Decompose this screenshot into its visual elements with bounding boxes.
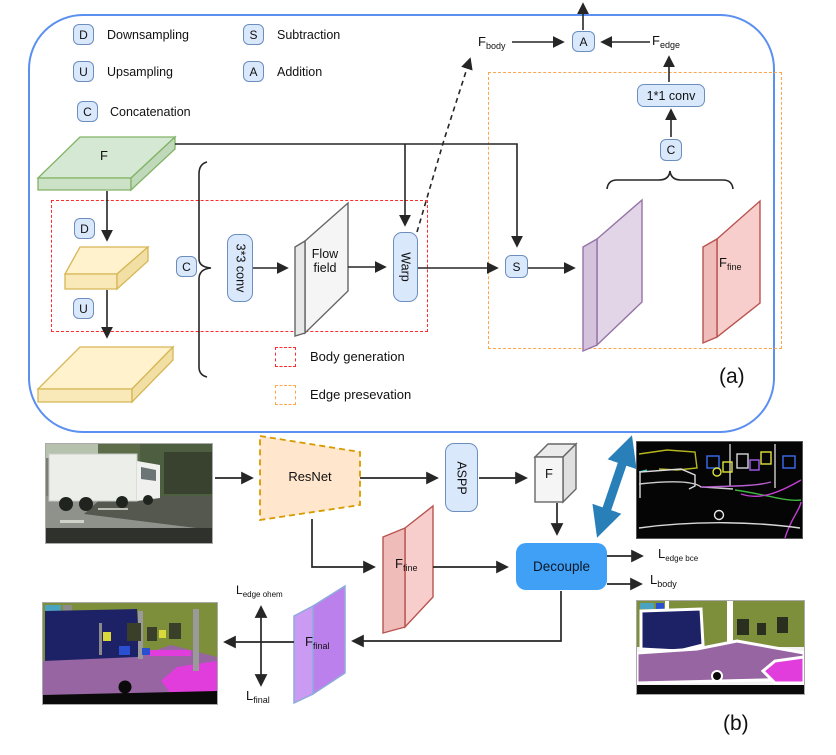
legend-label-upsampling: Upsampling [107,65,174,79]
f-cube-label: F [545,466,553,481]
flow-field-label: Flow field [311,247,339,275]
edge-preservation-key-label: Edge presevation [310,387,412,402]
loss-edge-bce-label: Ledge bce [658,546,699,563]
flow-field-slab [294,201,349,337]
body-generation-key-label: Body generation [310,349,405,364]
panel-b-arrows [215,471,644,687]
op-add: A [572,31,595,52]
op-downsample: D [74,218,95,239]
f-fine-label-a: Ffine [719,255,742,272]
legend-symbol-upsampling: U [73,61,94,82]
f-body-label: Fbody [478,34,506,51]
f-final-label: Ffinal [305,634,330,651]
op-subtract: S [505,255,528,278]
op-concat-right: C [660,139,682,161]
legend-label-concatenation: Concatenation [110,105,191,119]
input-image [45,443,213,544]
conv1x1-box: 1*1 conv [637,84,705,107]
warp-box: Warp [393,232,418,302]
legend-label-addition: Addition [277,65,323,79]
edge-preservation-region [488,72,782,349]
body-segmentation-image [636,600,805,695]
concat-brace-left [198,161,212,378]
fine-feature-slab-a [702,199,761,345]
resnet-label: ResNet [288,469,332,484]
panel-a-arrows [101,2,734,378]
f-final-slab [293,584,346,705]
feature-f-slab [36,135,177,192]
f-fine-label-b: Ffine [395,556,418,573]
legend-label-subtraction: Subtraction [277,28,341,42]
edge-preservation-key-box [275,385,296,405]
loss-body-label: Lbody [650,572,677,589]
concat-brace-right [606,170,734,190]
warp-to-fbody-dashed-arrow [416,57,473,233]
legend-symbol-subtraction: S [243,24,264,45]
op-upsample: U [73,298,94,319]
loss-edge-ohem-label: Ledge ohem [236,583,283,599]
aspp-box: ASPP [445,443,478,512]
legend-symbol-downsampling: D [73,24,94,45]
fine-feature-slab-b [382,504,434,634]
downsampled-slab [63,245,150,291]
resnet-trapezoid [259,434,361,522]
decouple-edge-double-arrow [592,435,637,538]
conv3x3-box: 3*3 conv [227,234,253,302]
f-edge-label: Fedge [652,33,680,50]
body-generation-region [51,200,428,332]
panel-b-caption: (b) [723,712,749,735]
loss-final-label: Lfinal [246,688,270,705]
panel-a-caption: (a) [719,365,745,388]
op-concat-left: C [176,256,197,277]
panel-a-container [28,14,775,433]
legend-symbol-addition: A [243,61,264,82]
edge-map-image [636,441,803,539]
body-generation-key-box [275,347,296,367]
legend-label-downsampling: Downsampling [107,28,189,42]
upsampled-slab [36,345,175,404]
f-cube [533,442,578,504]
legend-symbol-concatenation: C [77,101,98,122]
final-segmentation-image [42,602,218,705]
feature-f-label: F [100,148,108,163]
decouple-box: Decouple [516,543,607,590]
body-feature-slab [582,198,643,353]
